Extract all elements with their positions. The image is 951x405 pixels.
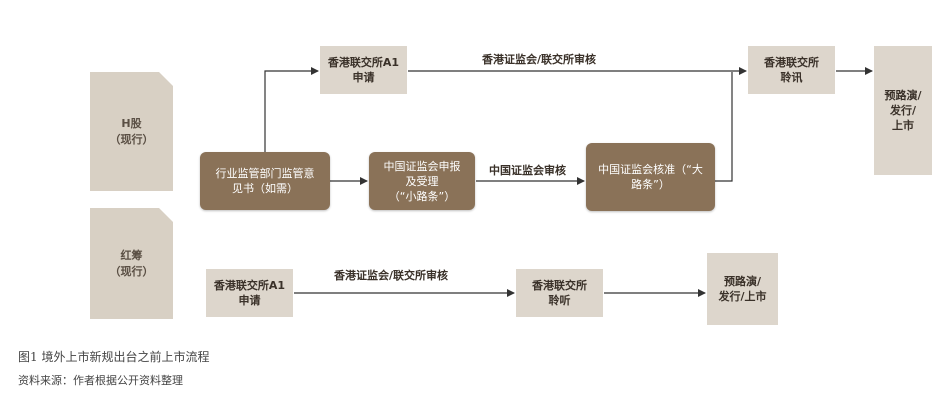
arrow-opinion-to-hkex-a1 (264, 67, 319, 152)
node-industry-regulator-opinion: 行业监管部门监管意 见书（如需） (200, 152, 330, 210)
node-h-hkex-a1-apply: 香港联交所A1 申请 (320, 46, 407, 94)
label-h-hk-sfc-hkex-review: 香港证监会/联交所审核 (482, 53, 597, 66)
figure-source: 资料来源：作者根据公开资料整理 (18, 374, 183, 387)
category-h-share: H股 （现行） (90, 72, 173, 191)
label-r-hk-sfc-hkex-review: 香港证监会/联交所审核 (334, 269, 449, 282)
node-r-roadshow-issue-list: 预路演/ 发行/上市 (707, 253, 778, 325)
label-csrc-review: 中国证监会审核 (489, 164, 566, 177)
node-h-roadshow-issue-list: 预路演/ 发行/ 上市 (874, 46, 932, 175)
figure-caption: 图1 境外上市新规出台之前上市流程 (18, 350, 210, 364)
node-r-hkex-a1-apply: 香港联交所A1 申请 (206, 269, 293, 317)
node-csrc-approval-big-permit: 中国证监会核准（“大 路条”） (586, 143, 715, 211)
node-csrc-application-small-permit: 中国证监会申报 及受理 （“小路条”） (369, 152, 475, 210)
arrow-csrc-approve-to-hearing (715, 72, 733, 182)
category-red-chip: 红筹 （现行） (90, 208, 173, 319)
node-h-hkex-hearing: 香港联交所 聆讯 (748, 46, 835, 94)
node-r-hkex-hearing: 香港联交所 聆听 (516, 269, 603, 317)
